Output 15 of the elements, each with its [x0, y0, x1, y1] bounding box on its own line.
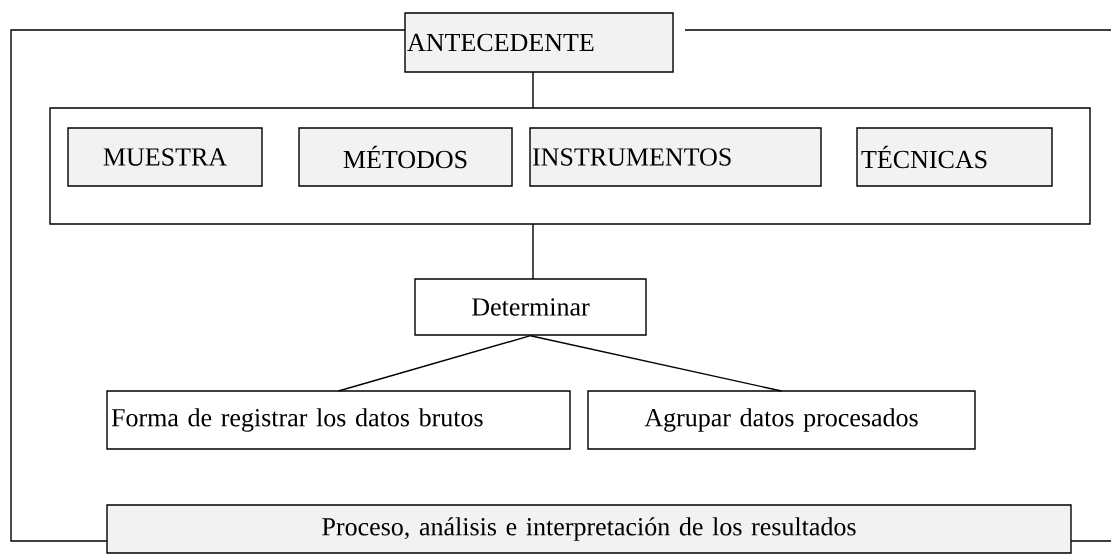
process-box: ANTECEDENTE	[404, 12, 674, 73]
connector-line	[10, 29, 406, 542]
connector-line	[532, 223, 534, 280]
connector-line	[532, 71, 534, 109]
connector-line	[529, 335, 783, 392]
process-box: MUESTRA	[67, 127, 263, 187]
process-box: MÉTODOS	[298, 127, 513, 187]
process-box: Determinar	[414, 278, 647, 336]
title-box: Proceso, análisis e interpretación de los resultados	[106, 504, 1072, 554]
process-box: Agrupar datos procesados	[587, 390, 976, 450]
process-box: INSTRUMENTOS	[529, 127, 822, 187]
connector-line	[337, 335, 532, 392]
process-box: Forma de registrar los datos brutos	[106, 390, 571, 450]
process-box: TÉCNICAS	[856, 127, 1053, 187]
connector-line	[684, 29, 1111, 542]
